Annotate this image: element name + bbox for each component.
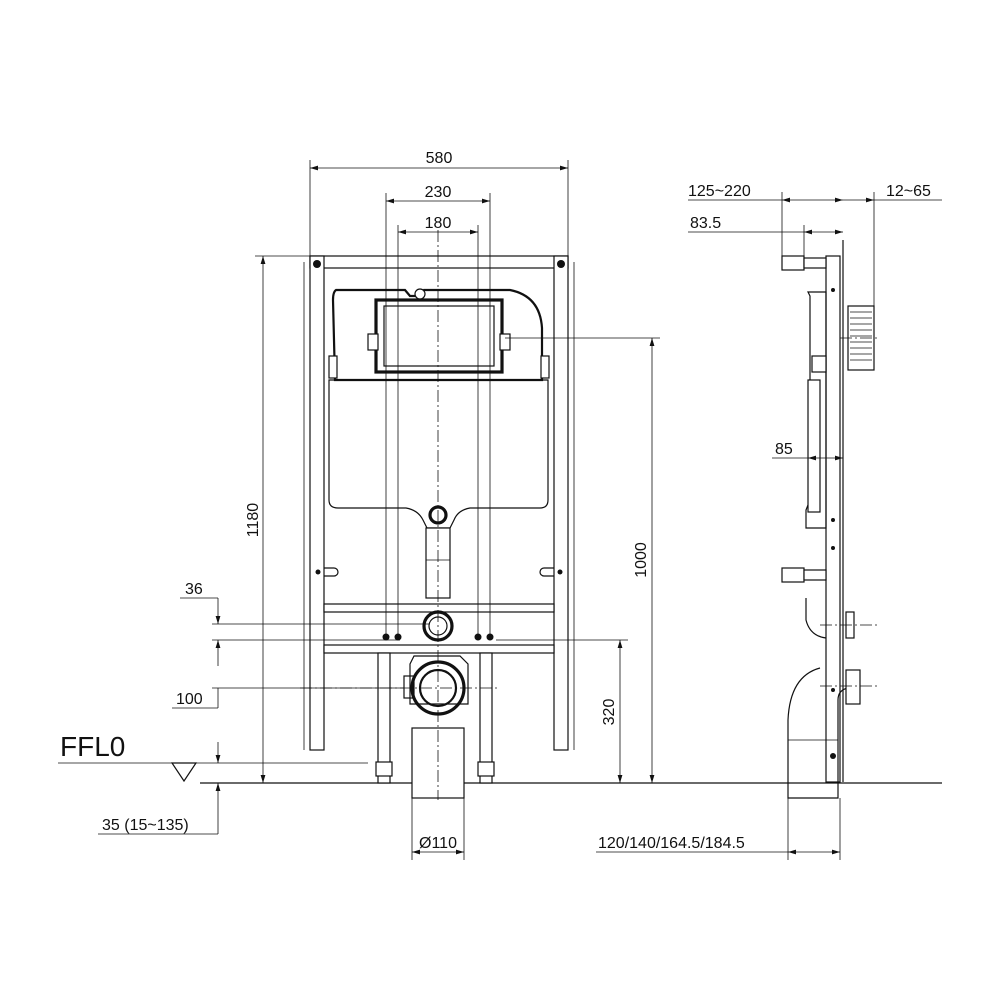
dim-depth-options-label: 120/140/164.5/184.5 [598, 835, 745, 852]
dim-180: 180 [397, 215, 479, 640]
front-frame [303, 255, 575, 784]
dim-85: 85 [772, 441, 843, 461]
dim-1180: 1180 [245, 255, 310, 783]
dim-floor-adjust-label: 35 (15~135) [102, 817, 189, 834]
dim-wall-range-label: 12~65 [886, 183, 931, 200]
dim-floor-adjust: 35 (15~135) [98, 783, 221, 835]
dim-580: 580 [309, 150, 569, 256]
dim-83: 83.5 [688, 215, 843, 258]
ffl-marker: FFL0 [58, 731, 368, 783]
dim-wall-range: 12~65 [843, 183, 942, 306]
dim-1180-label: 1180 [245, 503, 262, 538]
dim-depth-range-label: 125~220 [688, 183, 751, 200]
dim-230-label: 230 [425, 184, 452, 201]
dim-1000: 1000 [505, 337, 660, 783]
dim-83-label: 83.5 [690, 215, 721, 232]
dim-85-label: 85 [775, 441, 793, 458]
dim-diameter-label: Ø110 [419, 835, 457, 852]
dim-230: 230 [385, 184, 491, 640]
cistern [328, 288, 550, 599]
side-frame [781, 240, 875, 799]
dim-100-label: 100 [176, 691, 203, 708]
ffl-label: FFL0 [60, 731, 125, 762]
dim-1000-label: 1000 [633, 542, 650, 578]
dim-36: 36 [180, 581, 430, 666]
dim-diameter: Ø110 [411, 798, 465, 860]
dim-depth-range: 125~220 [688, 183, 843, 256]
dim-depth-options: 120/140/164.5/184.5 [596, 798, 841, 860]
dim-100: 100 [172, 687, 404, 709]
dim-580-label: 580 [426, 150, 453, 167]
dim-320-label: 320 [601, 699, 618, 726]
dim-36-label: 36 [185, 581, 203, 598]
dim-320: 320 [496, 639, 628, 783]
dim-180-label: 180 [425, 215, 452, 232]
